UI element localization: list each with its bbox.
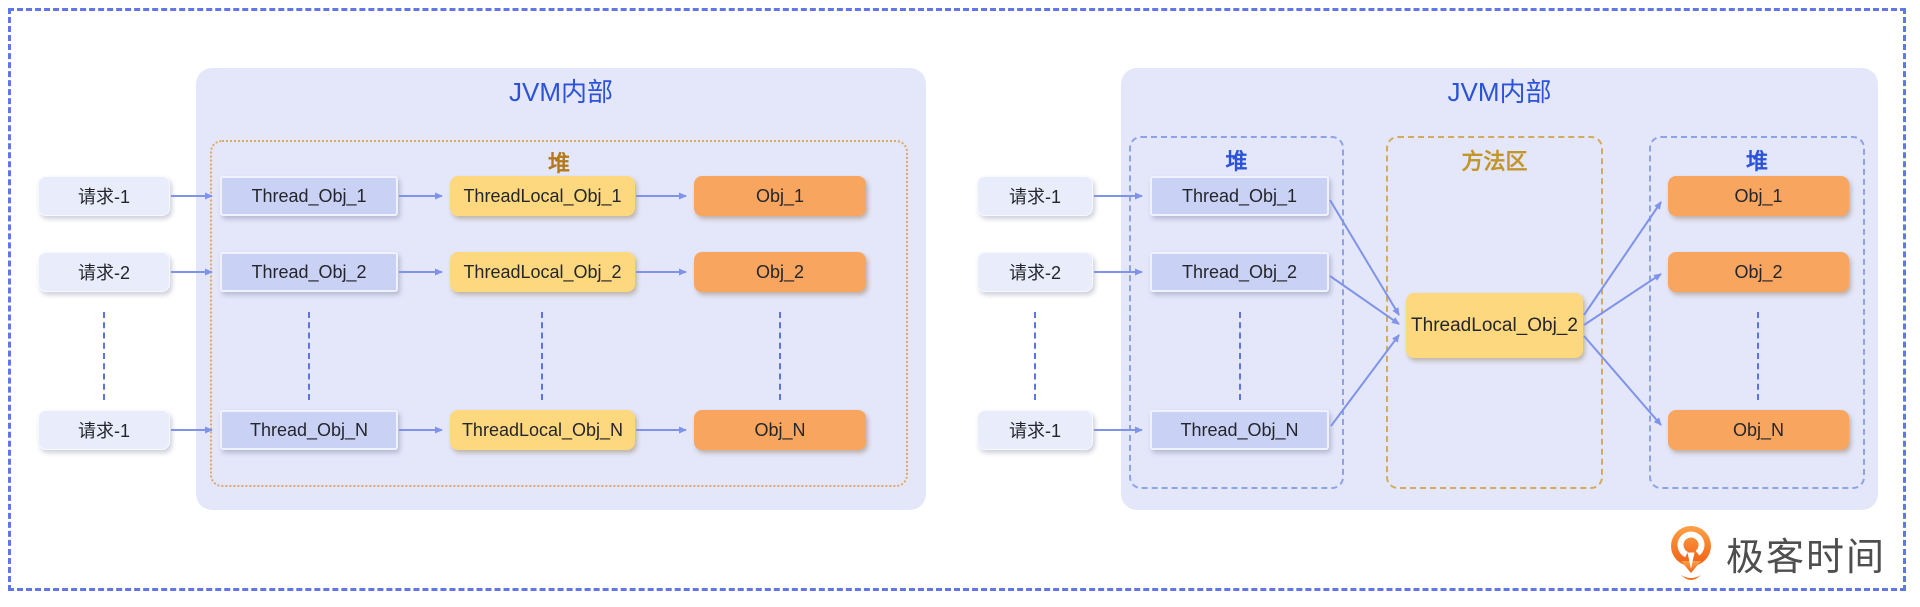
- right-obj-box-n: Obj_N: [1668, 410, 1849, 450]
- geektime-q-icon: [1671, 526, 1711, 580]
- ellipsis-left-thread-col: [308, 312, 310, 400]
- left-threadlocal-box-2: ThreadLocal_Obj_2: [450, 252, 635, 292]
- left-heap-label: 堆: [547, 151, 570, 176]
- left-threadlocal-box-n: ThreadLocal_Obj_N: [450, 410, 635, 450]
- left-heap-zone: [210, 140, 908, 487]
- ellipsis-left-threadlocal-col: [541, 312, 543, 400]
- right-shared-threadlocal-box: ThreadLocal_Obj_2: [1406, 293, 1583, 358]
- right-request-box-1: 请求-1: [977, 176, 1093, 216]
- geektime-logo: 极客时间: [1668, 524, 1886, 582]
- left-request-box-n: 请求-1: [38, 410, 170, 450]
- right-request-box-2: 请求-2: [977, 252, 1093, 292]
- right-thread-box-n: Thread_Obj_N: [1150, 410, 1329, 450]
- right-obj-box-1: Obj_1: [1668, 176, 1849, 216]
- ellipsis-right-obj-col: [1757, 312, 1759, 400]
- right-jvm-title: JVM内部: [1447, 77, 1552, 107]
- ellipsis-right-request-col: [1034, 312, 1036, 400]
- left-obj-box-n: Obj_N: [694, 410, 866, 450]
- left-thread-box-n: Thread_Obj_N: [220, 410, 398, 450]
- right-obj-box-2: Obj_2: [1668, 252, 1849, 292]
- left-jvm-title: JVM内部: [508, 77, 613, 107]
- ellipsis-left-obj-col: [779, 312, 781, 400]
- right-heap-left-label: 堆: [1225, 149, 1248, 174]
- left-request-box-2: 请求-2: [38, 252, 170, 292]
- left-threadlocal-box-1: ThreadLocal_Obj_1: [450, 176, 635, 216]
- left-obj-box-2: Obj_2: [694, 252, 866, 292]
- geektime-logo-text: 极客时间: [1726, 536, 1887, 579]
- left-thread-box-2: Thread_Obj_2: [220, 252, 398, 292]
- outer-dashed-frame: [8, 8, 1906, 591]
- right-thread-box-1: Thread_Obj_1: [1150, 176, 1329, 216]
- left-thread-box-1: Thread_Obj_1: [220, 176, 398, 216]
- right-thread-box-2: Thread_Obj_2: [1150, 252, 1329, 292]
- right-request-box-n: 请求-1: [977, 410, 1093, 450]
- ellipsis-left-request-col: [103, 312, 105, 400]
- left-obj-box-1: Obj_1: [694, 176, 866, 216]
- left-request-box-1: 请求-1: [38, 176, 170, 216]
- right-heap-right-label: 堆: [1745, 149, 1768, 174]
- ellipsis-right-thread-col: [1239, 312, 1241, 400]
- right-method-area-label: 方法区: [1461, 149, 1528, 174]
